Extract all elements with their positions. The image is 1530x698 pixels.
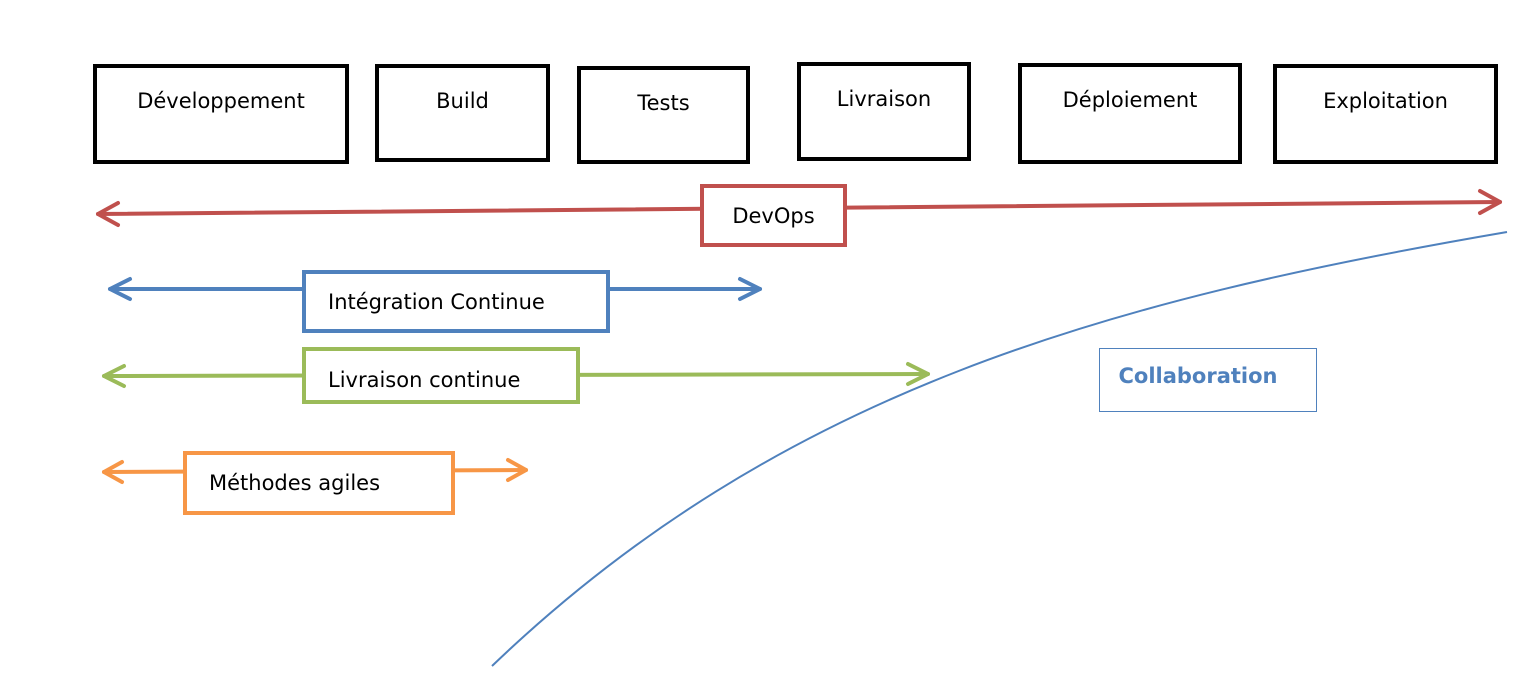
stage-label: Build [436,89,489,113]
stage-exploitation: Exploitation [1273,64,1498,164]
collaboration-label: Collaboration [1118,364,1278,388]
stage-developpement: Développement [93,64,349,164]
agile-label: Méthodes agiles [209,471,381,495]
integration-label: Intégration Continue [328,289,545,314]
stage-label: Déploiement [1062,88,1198,112]
stage-livraison: Livraison [797,62,971,161]
stage-label: Développement [137,89,305,113]
devops-label: DevOps [732,203,815,228]
agile-label-box: Méthodes agiles [183,451,455,515]
stage-label: Tests [637,91,690,115]
stage-tests: Tests [577,66,750,164]
devops-label-box: DevOps [700,184,847,247]
integration-label-box: Intégration Continue [302,270,610,333]
stage-label: Exploitation [1323,89,1448,113]
collaboration-box: Collaboration [1099,348,1317,412]
livraison-label: Livraison continue [328,368,521,392]
collaboration-curve [491,231,1508,667]
stage-deploiement: Déploiement [1018,63,1242,164]
stage-label: Livraison [836,87,932,111]
stage-build: Build [375,64,550,162]
livraison-label-box: Livraison continue [302,347,580,404]
